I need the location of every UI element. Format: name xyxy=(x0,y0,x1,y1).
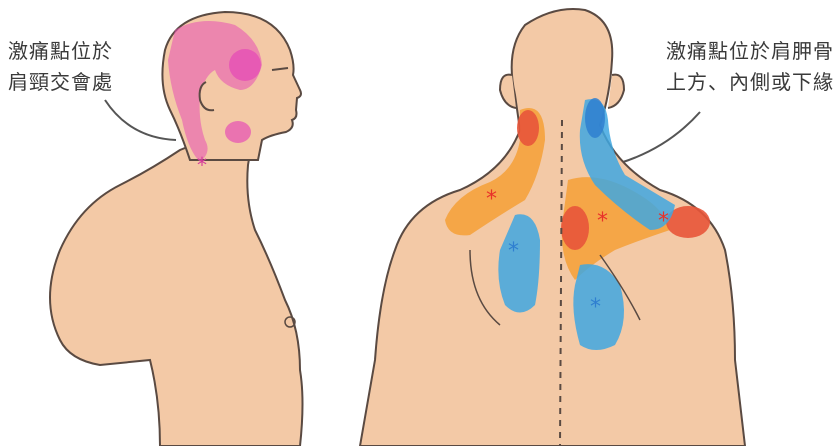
side-view-trigger-marker: * xyxy=(197,153,207,177)
side-view-pink-spot-2 xyxy=(225,121,251,143)
back-view-trigger-marker-left-red: * xyxy=(486,187,497,212)
side-view-figure: * xyxy=(50,12,303,446)
back-view-trigger-marker-mid-red: * xyxy=(597,209,608,234)
side-view-pink-spot-1 xyxy=(229,49,261,81)
back-view-red-spot-neck xyxy=(517,110,539,146)
right-pointer-line xyxy=(620,112,700,163)
back-view-trigger-marker-shoulder-red: * xyxy=(658,209,669,234)
back-view-figure: * * * * * xyxy=(360,9,745,446)
back-view-red-spot-mid xyxy=(561,206,589,250)
left-pointer-line xyxy=(105,100,176,140)
back-view-trigger-marker-right-blue: * xyxy=(590,295,601,320)
back-view-trigger-marker-left-blue: * xyxy=(508,239,519,264)
side-view-body xyxy=(50,120,303,446)
back-view-blue-spot-neck xyxy=(585,98,605,138)
